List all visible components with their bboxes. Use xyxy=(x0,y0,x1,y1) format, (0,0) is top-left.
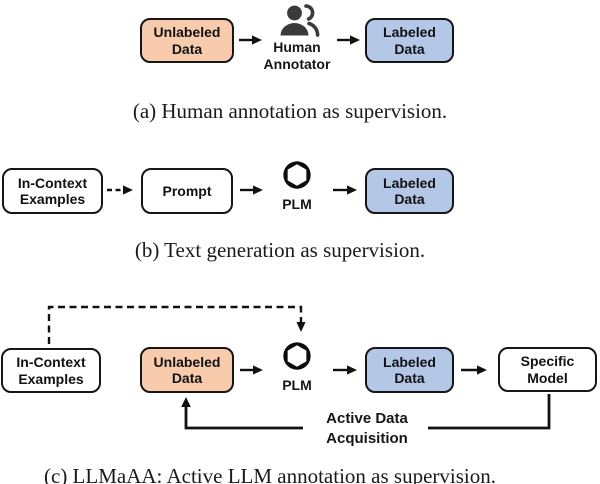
box-specific-model: Specific Model xyxy=(498,347,597,392)
openai-logo-icon xyxy=(280,158,314,197)
human-annotator-icon xyxy=(278,3,322,44)
box-label: Unlabeled Data xyxy=(153,353,221,386)
dashed-arrow-incontext-to-prompt xyxy=(107,185,133,195)
box-labeled-data-a: Labeled Data xyxy=(365,18,454,63)
box-labeled-data-c: Labeled Data xyxy=(365,347,454,393)
box-label: In-Context Examples xyxy=(17,174,88,207)
plm-label-c: PLM xyxy=(282,377,312,393)
caption-c: (c) LLMaAA: Active LLM annotation as sup… xyxy=(44,464,496,484)
arrow-labeled-to-specific xyxy=(461,365,487,375)
human-annotator-label: Human Annotator xyxy=(263,39,331,72)
arrow-plm-to-labeled-c xyxy=(333,365,357,375)
openai-logo-icon xyxy=(280,339,314,378)
dashed-arrow-incontext-to-plm xyxy=(47,305,306,344)
caption-b: (b) Text generation as supervision. xyxy=(134,238,426,262)
arrow-unlabeled-to-plm-c xyxy=(240,365,263,375)
box-prompt: Prompt xyxy=(141,168,233,214)
plm-label-b: PLM xyxy=(282,196,312,212)
caption-a: (a) Human annotation as supervision. xyxy=(132,99,448,123)
box-in-context-examples-c: In-Context Examples xyxy=(1,348,101,393)
box-label: In-Context Examples xyxy=(16,354,86,387)
box-label: Specific Model xyxy=(520,353,575,386)
box-label: Labeled Data xyxy=(383,24,436,57)
box-in-context-examples-b: In-Context Examples xyxy=(2,168,103,214)
box-unlabeled-data-c: Unlabeled Data xyxy=(140,347,234,393)
box-unlabeled-data-a: Unlabeled Data xyxy=(140,18,234,63)
box-label: Labeled Data xyxy=(383,353,436,386)
box-labeled-data-b: Labeled Data xyxy=(365,168,454,214)
box-label: Labeled Data xyxy=(383,174,436,207)
box-label: Prompt xyxy=(162,182,212,199)
arrow-plm-to-labeled-b xyxy=(333,185,357,195)
active-data-acquisition-label: Active Data Acquisition xyxy=(326,410,408,448)
box-label: Unlabeled Data xyxy=(153,24,221,57)
arrow-prompt-to-plm xyxy=(240,185,263,195)
